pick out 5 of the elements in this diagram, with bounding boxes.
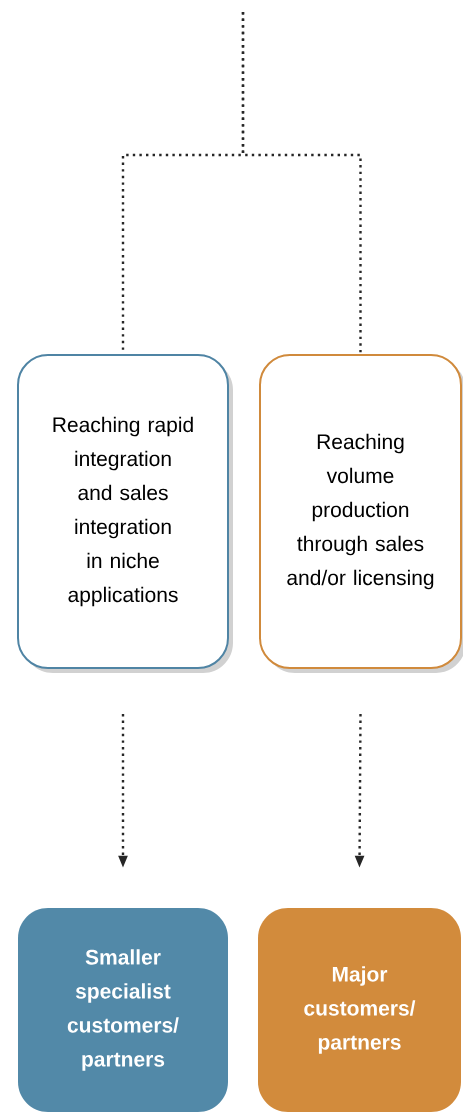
strategy-box: Reaching volume production through sales and/or licensing [259, 354, 462, 669]
customer-box: Smaller specialist customers/ partners [18, 908, 228, 1112]
strategy-box: Reaching rapid integration and sales integration in niche applications [17, 354, 229, 669]
dotted-line [241, 12, 362, 354]
customer-box: Major customers/ partners [258, 908, 461, 1112]
